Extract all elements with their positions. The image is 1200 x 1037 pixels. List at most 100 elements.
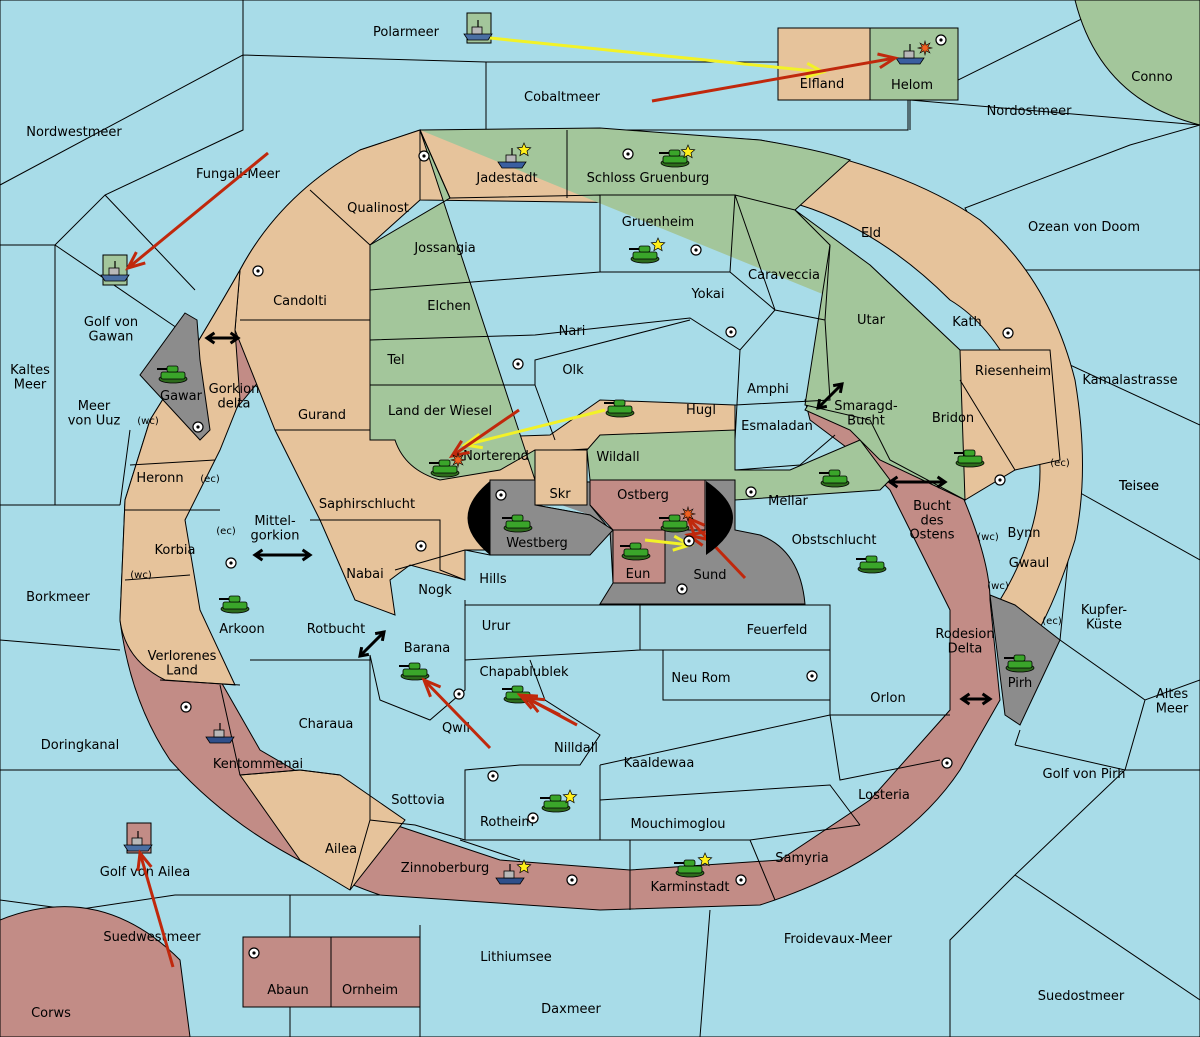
label-urur: Urur	[482, 619, 511, 634]
army-icon[interactable]	[502, 514, 533, 533]
label-nogk: Nogk	[418, 583, 452, 598]
army-icon[interactable]	[659, 514, 690, 533]
fleet-icon[interactable]	[463, 20, 493, 41]
fleet-icon[interactable]	[895, 44, 925, 65]
supply-center-dot	[939, 38, 943, 42]
army-icon[interactable]	[1004, 654, 1035, 673]
double-arrowhead	[229, 331, 241, 345]
label-norterend: Norterend	[463, 449, 529, 464]
supply-center-dot	[570, 878, 574, 882]
label-arkoon: Arkoon	[219, 622, 264, 637]
army-icon[interactable]	[219, 595, 250, 614]
label-kupfer-k-ste: Kupfer-Küste	[1081, 603, 1127, 632]
battle-burst-icon	[679, 505, 697, 523]
label-feuerfeld: Feuerfeld	[747, 623, 808, 638]
label-suedwestmeer: Suedwestmeer	[103, 930, 201, 945]
label-jossangia: Jossangia	[413, 241, 475, 256]
label-gruenheim: Gruenheim	[622, 215, 694, 230]
label-schloss-gruenburg: Schloss Gruenburg	[587, 171, 710, 186]
fleet-icon[interactable]	[123, 831, 153, 852]
coast-mark: (wc)	[130, 570, 152, 581]
double-arrowhead	[358, 646, 370, 658]
army-icon[interactable]	[674, 859, 705, 878]
label-eld: Eld	[861, 226, 881, 241]
label-land-der-wiesel: Land der Wiesel	[388, 404, 492, 419]
label-utar: Utar	[857, 313, 886, 328]
battle-burst-icon	[449, 451, 467, 469]
label-chapablublek: Chapablublek	[480, 665, 569, 680]
label-korbia: Korbia	[154, 543, 195, 558]
supply-center-dot	[739, 878, 743, 882]
label-eun: Eun	[626, 567, 651, 582]
home-star-icon	[562, 789, 578, 804]
label-ozean-von-doom: Ozean von Doom	[1028, 220, 1140, 235]
order-arrowhead	[461, 432, 484, 450]
army-icon[interactable]	[157, 365, 188, 384]
supply-center-dot	[252, 951, 256, 955]
hub-cap-west	[467, 481, 490, 555]
label-corws: Corws	[31, 1006, 71, 1021]
order-arrow	[686, 516, 747, 580]
label-jadestadt: Jadestadt	[475, 171, 537, 186]
army-icon[interactable]	[819, 469, 850, 488]
supply-center-dot	[516, 362, 520, 366]
label-doringkanal: Doringkanal	[41, 738, 120, 753]
army-icon[interactable]	[620, 542, 651, 561]
label-elfland: Elfland	[800, 77, 844, 92]
double-arrowhead	[204, 331, 216, 345]
label-qualinost: Qualinost	[347, 201, 409, 216]
supply-center-dot	[1006, 331, 1010, 335]
label-tel: Tel	[386, 353, 404, 368]
army-icon[interactable]	[604, 399, 635, 418]
army-icon[interactable]	[954, 449, 985, 468]
army-icon[interactable]	[429, 459, 460, 478]
label-heronn: Heronn	[136, 471, 183, 486]
fleet-icon[interactable]	[205, 723, 235, 744]
label-zinnoberburg: Zinnoberburg	[401, 861, 489, 876]
units	[100, 20, 1035, 885]
army-icon[interactable]	[659, 149, 690, 168]
supply-center-dot	[680, 587, 684, 591]
borders	[124, 129, 1016, 910]
label-gurand: Gurand	[298, 408, 346, 423]
fleet-icon[interactable]	[100, 261, 130, 282]
supply-center-dot	[256, 269, 260, 273]
army-icon[interactable]	[629, 245, 660, 264]
label-teisee: Teisee	[1118, 479, 1159, 494]
fleet-icon[interactable]	[495, 864, 525, 885]
order-arrowhead	[125, 251, 146, 271]
double-arrowhead	[936, 475, 948, 489]
home-star-icon	[650, 237, 666, 252]
labels: PolarmeerCobaltmeerNordwestmeerFungali-M…	[10, 25, 1189, 1021]
label-bridon: Bridon	[932, 411, 974, 426]
army-icon[interactable]	[540, 794, 571, 813]
coast-mark: (wc)	[137, 416, 159, 427]
label-yokai: Yokai	[690, 287, 724, 302]
label-gwaul: Gwaul	[1009, 556, 1050, 571]
supply-centers	[180, 34, 1014, 959]
label-kaaldewaa: Kaaldewaa	[624, 756, 695, 771]
label-amphi: Amphi	[747, 382, 789, 397]
fleet-icon[interactable]	[497, 148, 527, 169]
label-westberg: Westberg	[506, 536, 568, 551]
coast-mark: (ec)	[216, 526, 236, 537]
double-arrowhead	[816, 398, 828, 410]
army-icon[interactable]	[856, 555, 887, 574]
order-arrow	[644, 538, 691, 547]
supply-center-dot	[457, 692, 461, 696]
label-riesenheim: Riesenheim	[975, 364, 1051, 379]
hub-cap-east	[706, 481, 733, 555]
label-gawar: Gawar	[160, 389, 203, 404]
label-suedostmeer: Suedostmeer	[1038, 989, 1125, 1004]
supply-center-dot	[229, 561, 233, 565]
label-ornheim: Ornheim	[342, 983, 398, 998]
label-rotbucht: Rotbucht	[307, 622, 365, 637]
label-olk: Olk	[562, 363, 584, 378]
label-sund: Sund	[694, 568, 727, 583]
